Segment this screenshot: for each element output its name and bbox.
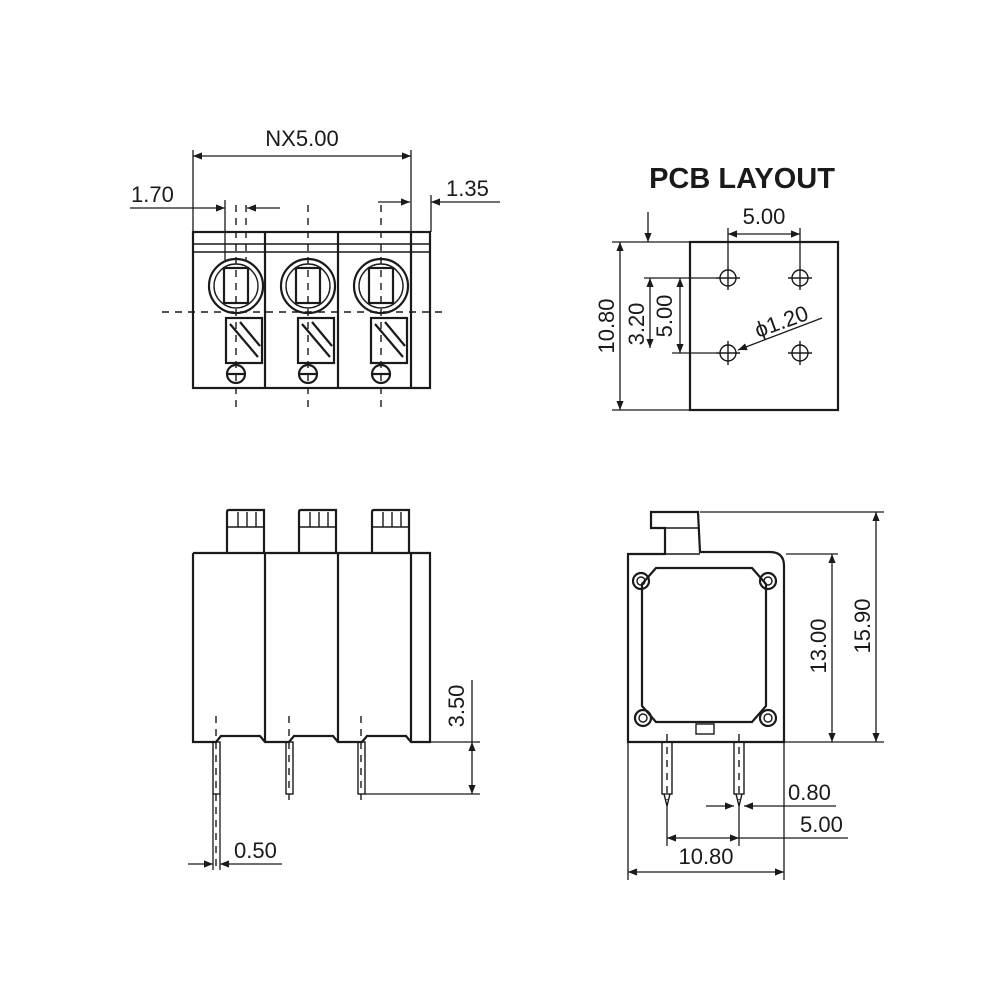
front-view-body bbox=[191, 551, 432, 744]
top-view: NX5.00 1.70 1.35 bbox=[130, 126, 500, 410]
screw-icon bbox=[758, 571, 778, 591]
solder-pin bbox=[661, 734, 673, 807]
offset-right-label: 1.35 bbox=[446, 176, 489, 201]
pcb-row-pitch-label: 5.00 bbox=[652, 295, 677, 338]
pcb-depth-label: 10.80 bbox=[594, 298, 619, 353]
side-view: 15.90 13.00 0.80 5.00 10.80 bbox=[626, 510, 884, 880]
pcb-hole bbox=[788, 266, 812, 290]
top-view-body bbox=[191, 230, 432, 390]
pcb-layout-view: PCB LAYOUT 5.00 10.80 bbox=[594, 163, 840, 412]
pcb-hole bbox=[716, 341, 740, 365]
side-view-body bbox=[626, 510, 786, 744]
push-button bbox=[297, 508, 338, 553]
pcb-hole bbox=[716, 266, 740, 290]
push-button bbox=[370, 508, 411, 553]
side-view-window bbox=[640, 566, 768, 724]
solder-pin bbox=[212, 716, 221, 870]
side-pin-spacing-label: 5.00 bbox=[800, 812, 843, 837]
pin-thickness-label: 0.50 bbox=[234, 838, 277, 863]
solder-pin bbox=[357, 716, 366, 800]
solder-pin bbox=[733, 734, 745, 807]
screw-icon bbox=[758, 708, 778, 728]
pcb-footprint-body bbox=[688, 240, 840, 412]
pcb-pitch-label: 5.00 bbox=[743, 204, 786, 229]
pitch-label: NX5.00 bbox=[265, 126, 338, 151]
screw-icon bbox=[631, 571, 651, 591]
screw-icon bbox=[633, 708, 653, 728]
side-body-depth-label: 10.80 bbox=[678, 844, 733, 869]
hole-diameter-label: ϕ1.20 bbox=[751, 300, 811, 342]
pcb-row-offset-label: 3.20 bbox=[624, 303, 649, 346]
side-total-height-label: 15.90 bbox=[850, 598, 875, 653]
pin-length-label: 3.50 bbox=[444, 685, 469, 728]
pcb-layout-title: PCB LAYOUT bbox=[649, 163, 835, 195]
pcb-hole bbox=[788, 341, 812, 365]
offset-left-label: 1.70 bbox=[131, 182, 174, 207]
side-pin-width-label: 0.80 bbox=[788, 780, 831, 805]
front-view: 3.50 0.50 bbox=[188, 508, 480, 870]
side-body-height-label: 13.00 bbox=[806, 618, 831, 673]
solder-pin bbox=[285, 716, 294, 800]
push-button bbox=[225, 508, 266, 553]
